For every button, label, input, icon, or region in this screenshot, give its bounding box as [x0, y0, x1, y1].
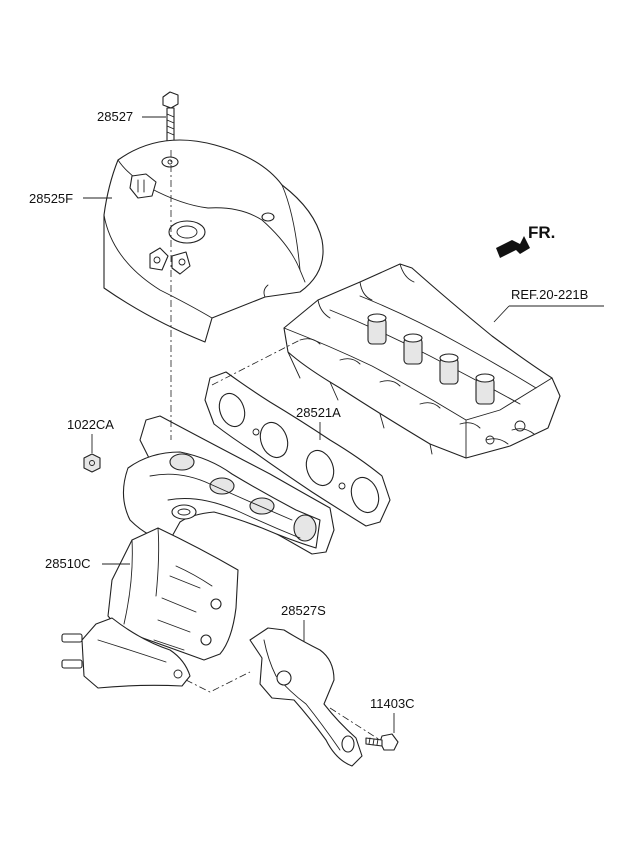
callout-label: 1022CA — [67, 417, 114, 432]
callout-label: 28525F — [29, 191, 73, 206]
exhaust-manifold-28510C — [61, 415, 335, 689]
callout-28521A: 28521A — [296, 405, 341, 440]
arrow-icon — [496, 236, 530, 258]
callout-11403C: 11403C — [370, 696, 415, 733]
callout-28525F: 28525F — [29, 191, 112, 206]
fr-label: FR. — [528, 223, 555, 242]
cylinder-head-ref — [283, 263, 561, 459]
callout-label: 28527 — [97, 109, 133, 124]
callout-label: 28527S — [281, 603, 326, 618]
heat-protector-28525F — [103, 139, 324, 343]
bracket-28527S — [249, 627, 363, 767]
bolt-11403C — [365, 733, 399, 751]
callout-28527: 28527 — [97, 109, 166, 124]
reference-label: REF.20-221B — [511, 287, 588, 302]
callout-label: 11403C — [370, 696, 415, 711]
callout-label: 28521A — [296, 405, 341, 420]
callout-28527S: 28527S — [281, 603, 326, 642]
callout-28510C: 28510C — [45, 556, 130, 571]
reference-callout: REF.20-221B — [493, 287, 604, 323]
callout-label: 28510C — [45, 556, 91, 571]
bolt-28527 — [162, 91, 179, 143]
nut-1022CA — [83, 453, 101, 473]
gasket-28521A — [204, 371, 391, 527]
assembly-lines — [170, 150, 381, 741]
callout-1022CA: 1022CA — [67, 417, 114, 453]
front-direction-marker: FR. — [496, 223, 555, 258]
